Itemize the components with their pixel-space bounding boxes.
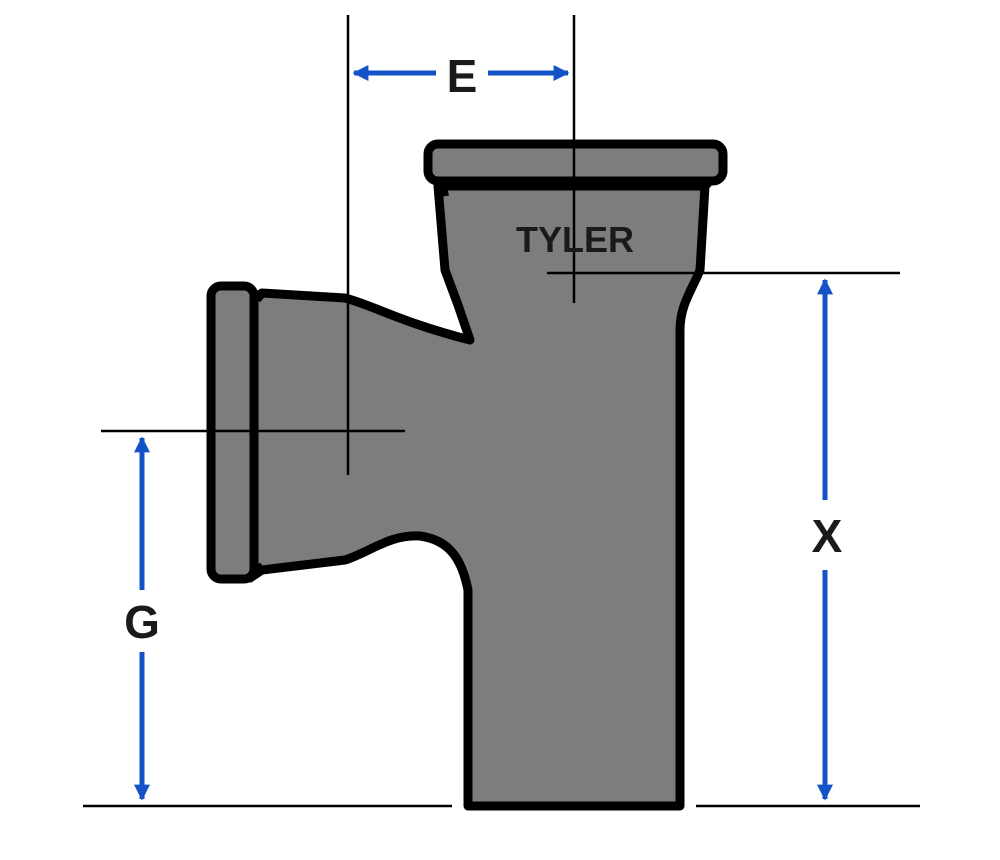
brand-label: TYLER bbox=[516, 219, 634, 260]
dimension-e-label: E bbox=[447, 50, 478, 102]
tee-fitting bbox=[206, 139, 728, 811]
fitting-branch-hub bbox=[206, 281, 259, 584]
dimension-g-label: G bbox=[124, 596, 160, 648]
fitting-top-hub-neck bbox=[433, 178, 715, 197]
fitting-top-hub bbox=[423, 139, 728, 186]
reference-lines bbox=[83, 15, 920, 808]
dimension-arrows bbox=[133, 64, 834, 801]
fitting-branch-hub-neck bbox=[252, 290, 264, 574]
fitting-main-body bbox=[245, 181, 710, 811]
dimension-x-label: X bbox=[812, 510, 843, 562]
